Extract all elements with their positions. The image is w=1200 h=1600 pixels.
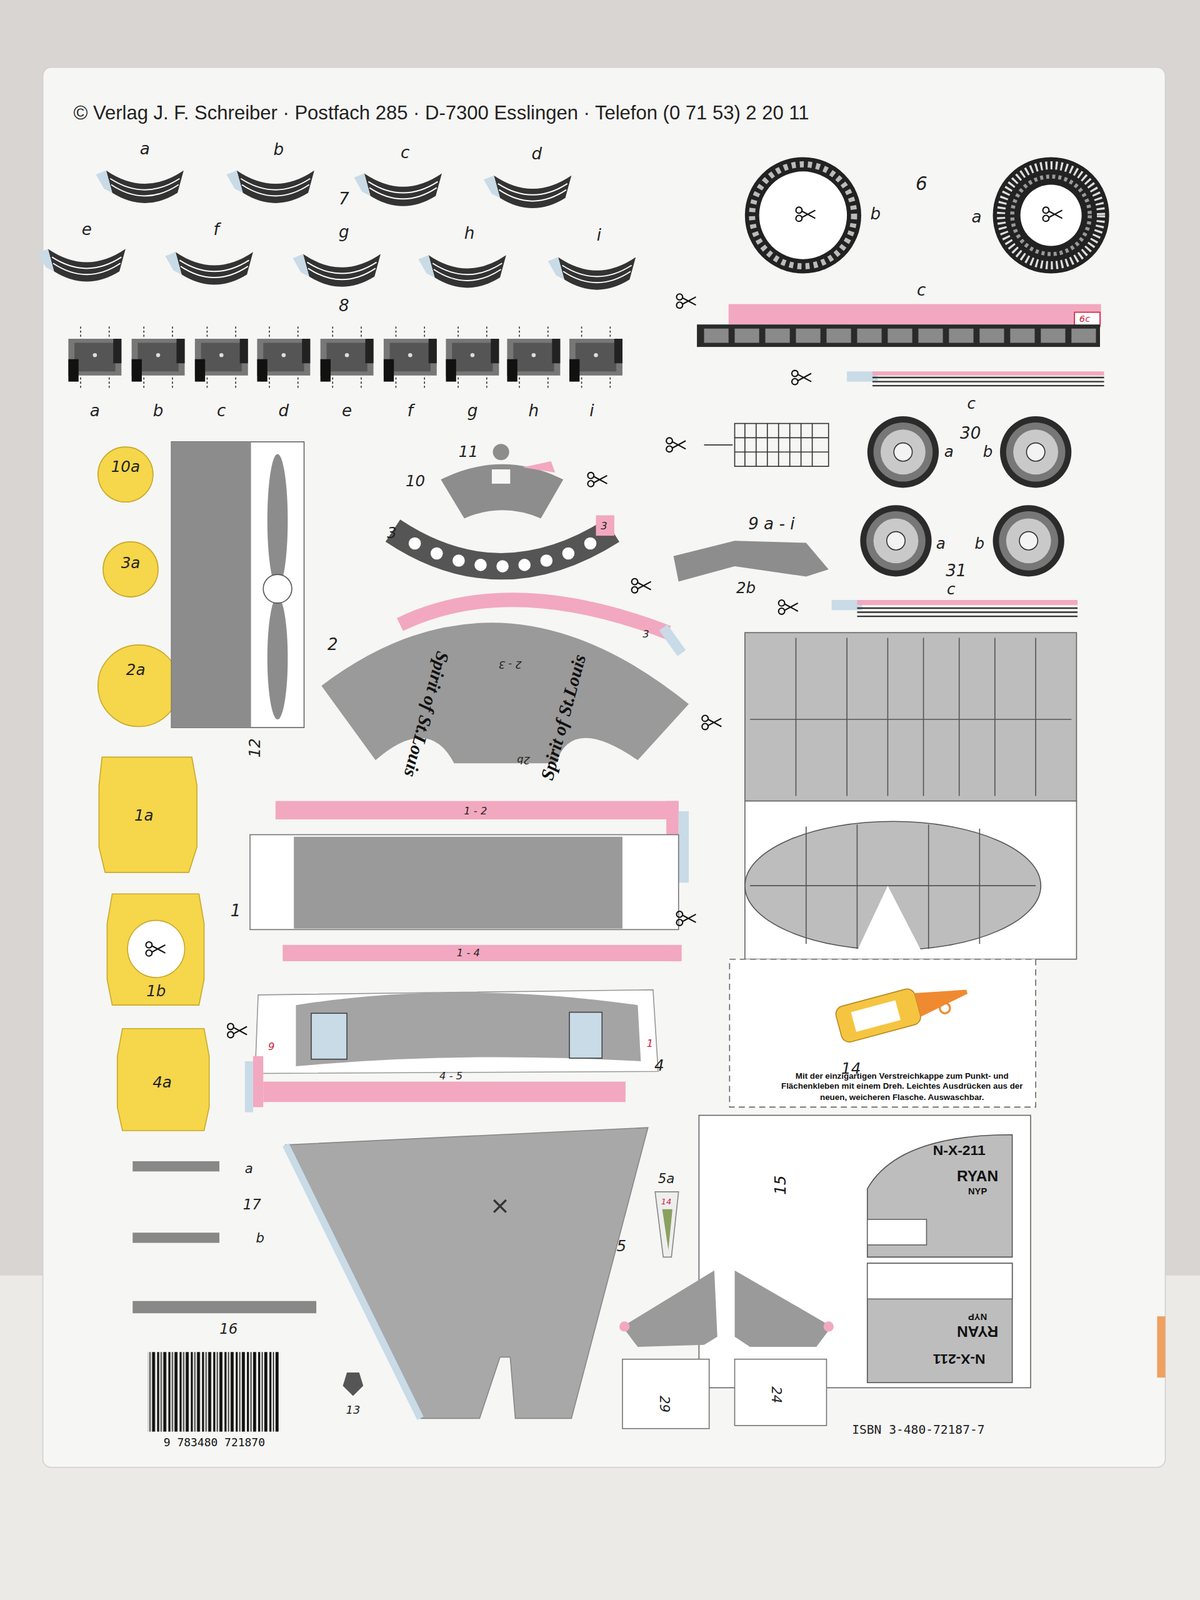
strips xyxy=(676,293,1104,617)
part-label: 16 xyxy=(219,1321,238,1336)
part-label: 3 xyxy=(600,521,607,532)
parts-10-11-3-2 xyxy=(321,443,722,764)
part-label: 17 xyxy=(243,1196,262,1212)
row8-parts xyxy=(68,326,623,390)
part-label: c xyxy=(400,145,410,162)
node-text: Mit der einzigartigen Verstreichkappe zu… xyxy=(773,1071,1031,1103)
part-label: c xyxy=(216,403,226,420)
part-label: 1 xyxy=(230,903,242,920)
part-label: i xyxy=(589,403,594,420)
part-label: 3 xyxy=(386,526,397,542)
part-label: 1a xyxy=(134,808,154,824)
wing-panels xyxy=(729,632,1077,1107)
node-text: 15 xyxy=(771,1175,792,1195)
wheels xyxy=(860,416,1072,577)
part-label: 10 xyxy=(405,473,425,489)
part-label: 14 xyxy=(661,1198,672,1207)
part-label: 1 - 2 xyxy=(463,806,487,817)
part-label: N-X-211 xyxy=(933,1143,986,1158)
part-label: 3a xyxy=(121,555,141,571)
part-label: c xyxy=(967,396,976,412)
part-label: 2b xyxy=(736,581,756,597)
part-label: NYP xyxy=(968,1187,987,1197)
part-label: 31 xyxy=(945,563,967,580)
part-label: b xyxy=(983,444,994,460)
part-label: a xyxy=(90,403,100,420)
part-label: ISBN 3-480-72187-7 xyxy=(851,1423,985,1437)
part-label: N-X-211 xyxy=(933,1351,986,1367)
part-label: e xyxy=(341,403,352,420)
part-label: f xyxy=(213,221,220,238)
part-label: 9 xyxy=(268,1041,275,1052)
part-label: RYAN xyxy=(956,1168,999,1184)
fuselage-parts xyxy=(227,801,696,1419)
part-label: 4 xyxy=(654,1058,665,1074)
part-label: 2a xyxy=(126,662,146,678)
part-label: 6c xyxy=(1079,315,1090,325)
part-label: © Verlag J. F. Schreiber · Postfach 285 … xyxy=(73,102,810,122)
part-label: e xyxy=(81,221,92,238)
part-label: 4a xyxy=(152,1075,172,1090)
part-label: 24 xyxy=(770,1386,784,1404)
part-label: 2 - 3 xyxy=(498,659,522,670)
part-label: 5 xyxy=(616,1239,627,1255)
part-label: a xyxy=(245,1161,254,1175)
part-label: h xyxy=(464,225,475,242)
part-label: 5a xyxy=(658,1171,675,1185)
part-label: 13 xyxy=(345,1404,360,1416)
part-label: d xyxy=(278,403,290,420)
part-label: b xyxy=(273,141,284,159)
tail-panels xyxy=(698,1115,1031,1388)
part-label: 12 xyxy=(247,738,263,758)
part-label: 30 xyxy=(960,425,981,442)
part-label: a xyxy=(971,209,982,226)
part-label: 11 xyxy=(458,444,479,460)
part-label: i xyxy=(596,227,602,244)
part-label: a xyxy=(140,140,150,157)
part-label: b xyxy=(975,536,985,552)
part-label: NYP xyxy=(968,1311,987,1322)
part-label: c xyxy=(946,581,955,597)
part-label: a xyxy=(936,536,946,552)
part-label: 3 xyxy=(642,629,649,640)
part-label: h xyxy=(528,403,540,420)
part-2b xyxy=(673,540,829,582)
part-9-grid xyxy=(666,423,829,467)
part-label: 6 xyxy=(915,174,928,193)
part-label: b xyxy=(870,206,882,223)
part-label: RYAN xyxy=(956,1323,999,1339)
part-panel: 15 xyxy=(701,1118,862,1252)
part-label: 9 783480 721870 xyxy=(163,1437,265,1449)
part-label: g xyxy=(467,403,479,420)
part-label: 7 xyxy=(338,190,350,207)
part-label: f xyxy=(407,403,414,420)
row7-parts xyxy=(37,170,636,290)
barcode xyxy=(148,1351,281,1432)
part-label: c xyxy=(916,282,926,299)
part-label: 1 xyxy=(646,1038,654,1049)
part-label: 2 xyxy=(327,636,339,654)
part-label: 1b xyxy=(146,984,166,1000)
part-label: g xyxy=(338,224,350,241)
glue-note: Mit der einzigartigen Verstreichkappe zu… xyxy=(773,1071,1031,1107)
part-label: b xyxy=(256,1231,265,1245)
part-label: b xyxy=(153,403,164,420)
part-label: 29 xyxy=(657,1395,671,1413)
part-label: d xyxy=(531,145,542,162)
part-label: a xyxy=(944,444,954,460)
sheet xyxy=(43,67,1166,1468)
part-label: 4 - 5 xyxy=(439,1071,463,1082)
part-label: 10a xyxy=(111,460,140,475)
part-label: 8 xyxy=(338,298,350,315)
dials xyxy=(745,156,1110,274)
part-label: 9 a - i xyxy=(748,516,795,533)
propeller-part-12 xyxy=(171,441,304,728)
part-label: 1 - 4 xyxy=(456,948,480,959)
part-label: 2b xyxy=(516,755,530,765)
